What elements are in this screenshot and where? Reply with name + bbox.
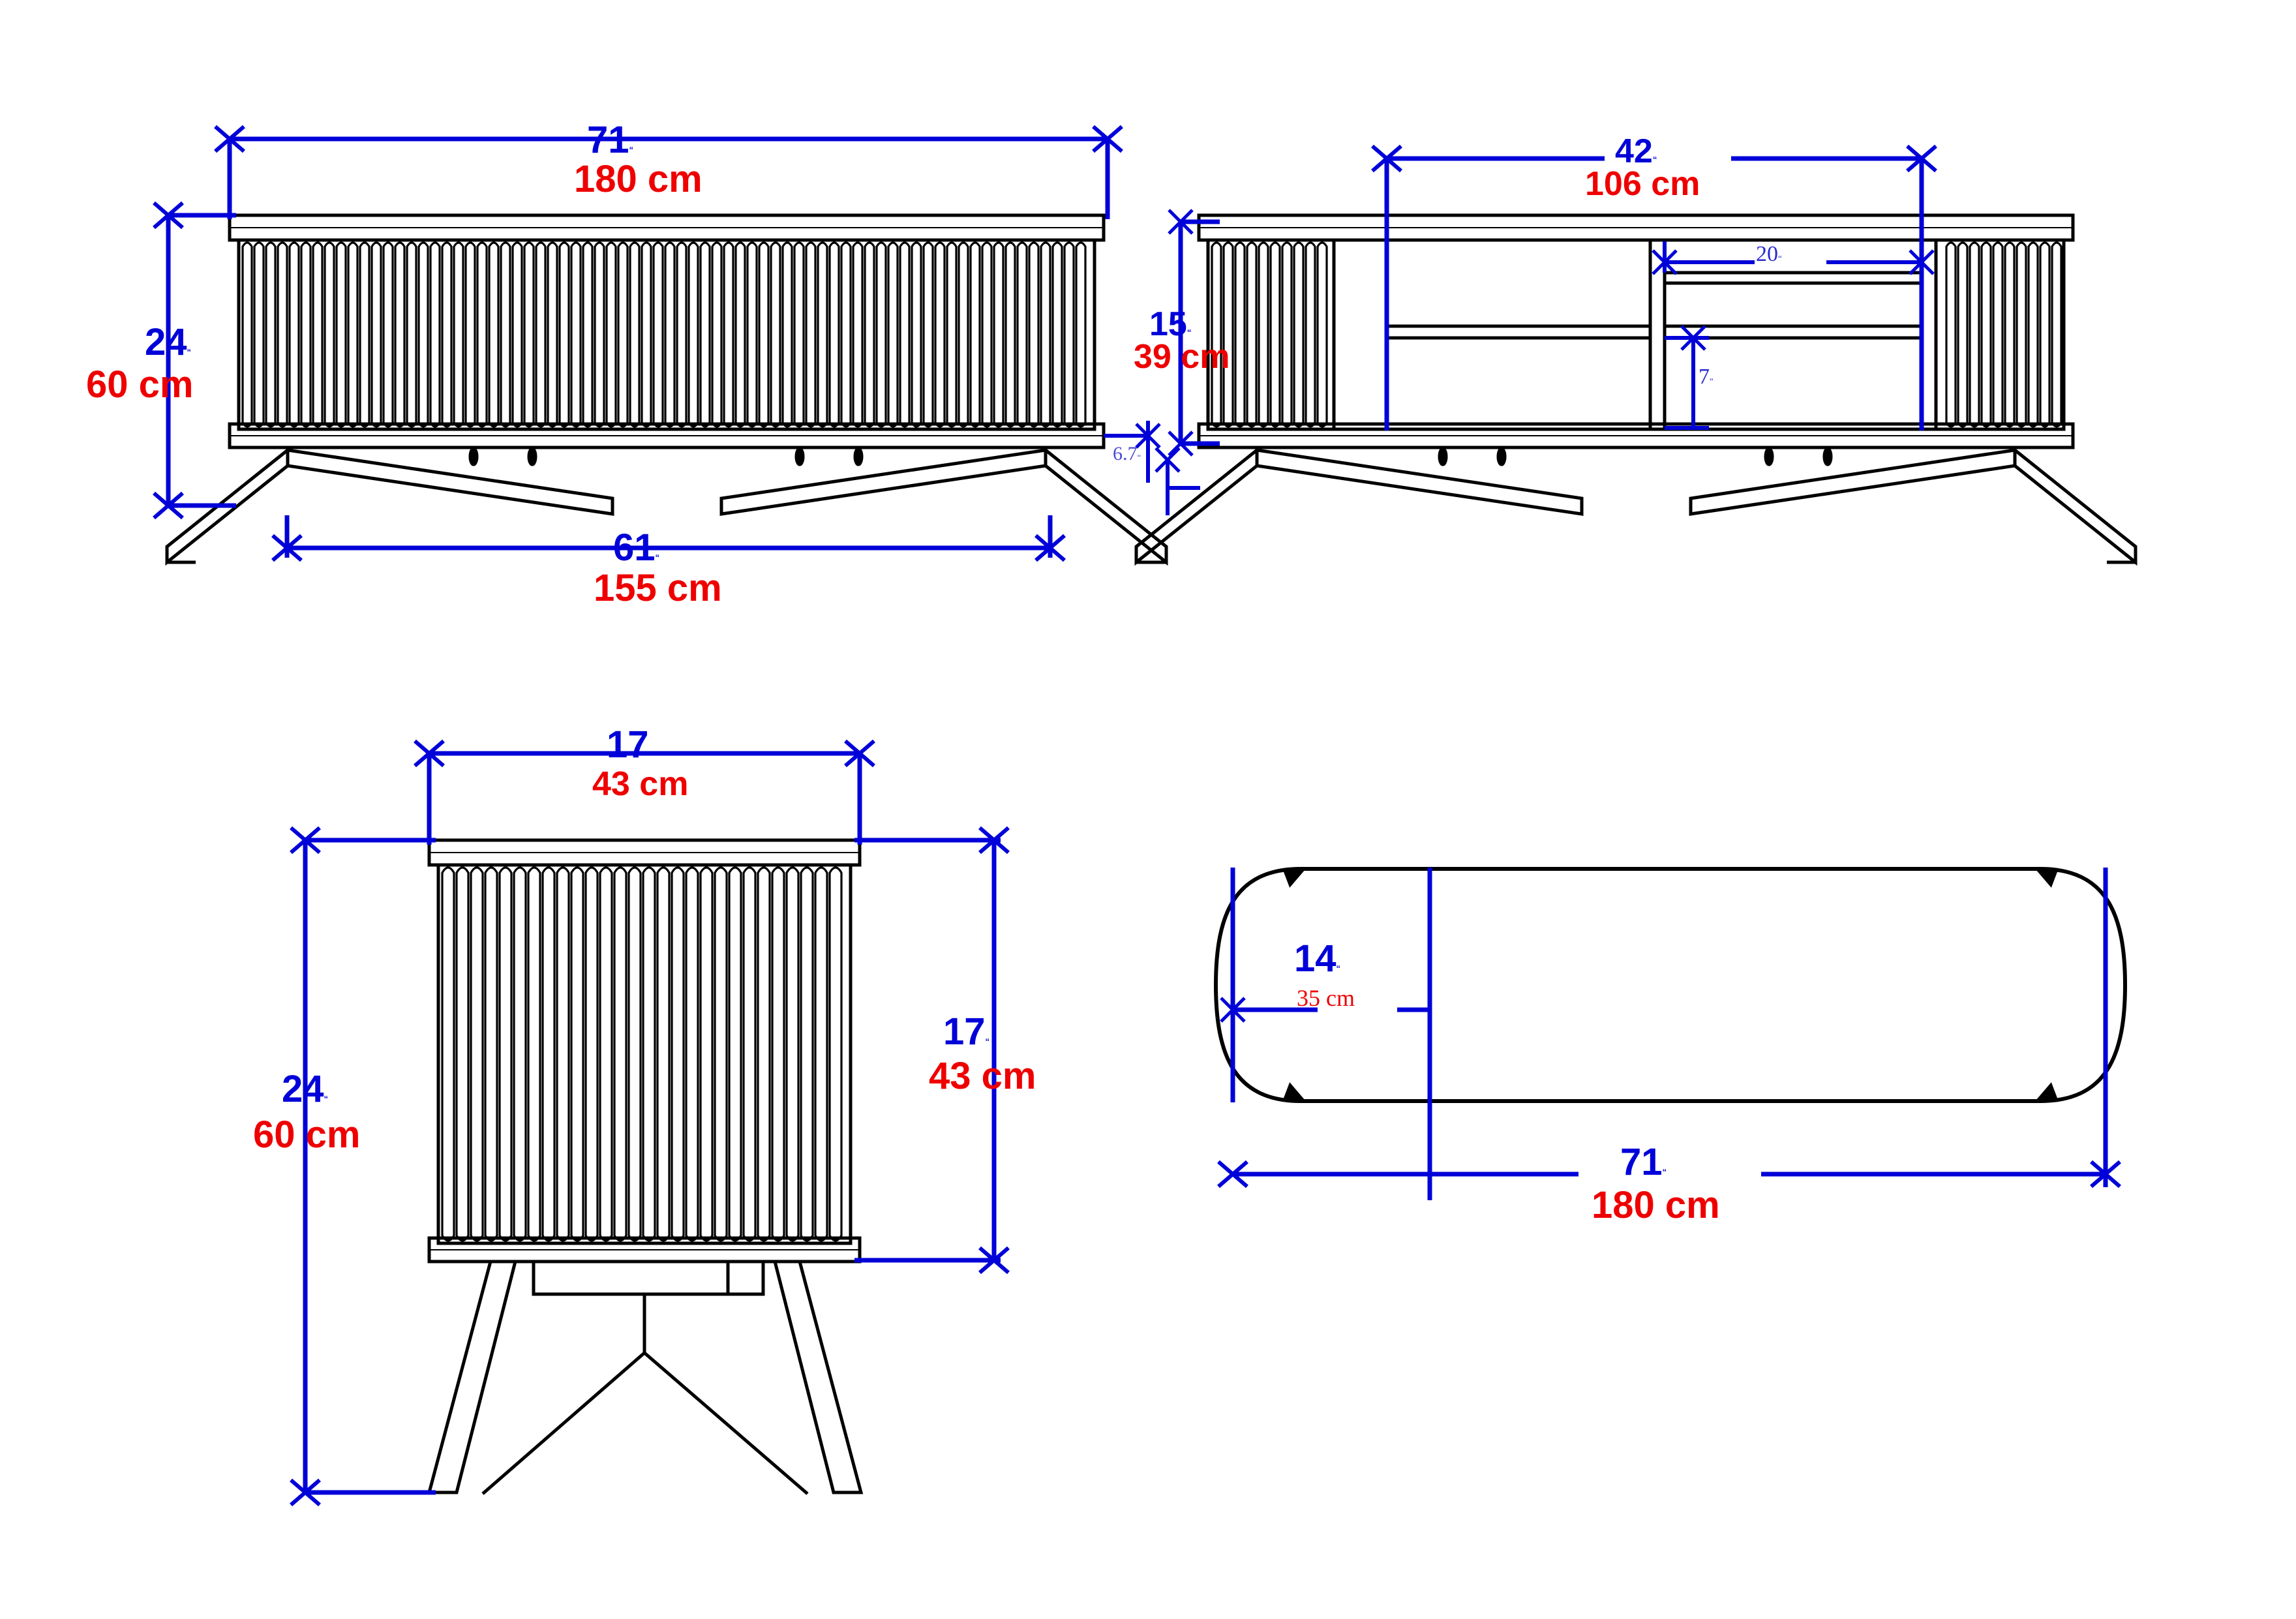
dim-label-rear-shelf: 20“: [1756, 243, 1782, 266]
dim-side-body-inch: 17: [943, 1010, 986, 1053]
dim-rear-opening-cm: 106 cm: [1585, 165, 1700, 203]
fluted-panel-front: [241, 241, 1087, 428]
inch-mark-icon: “: [187, 347, 192, 357]
dim-label-front-width-cm: 180 cm: [574, 158, 702, 200]
fluted-panel-side: [441, 866, 843, 1242]
dim-top-length-inch: 71: [1620, 1141, 1663, 1183]
dim-front-legspan-inch: 61: [613, 526, 656, 569]
view-rear-interior: [1134, 213, 2137, 566]
dim-label-rear-height-cm: 39 cm: [1134, 339, 1230, 375]
fluted-panel-rear-right: [1945, 241, 2062, 428]
dim-side-total-height: [290, 826, 436, 1507]
dim-label-side-body-height-cm: 43 cm: [929, 1055, 1036, 1097]
legs-front: [165, 446, 1168, 566]
dim-label-rear-compartment: 7“: [1699, 365, 1714, 389]
dim-label-side-total-height: 24“: [282, 1068, 329, 1110]
dim-rear-height: [1168, 209, 1220, 457]
dim-rear-height-cm: 39 cm: [1134, 338, 1230, 376]
legs-side: [427, 1260, 864, 1495]
view-top-plan: [1213, 867, 2128, 1103]
dim-side-body-cm: 43 cm: [929, 1055, 1036, 1097]
inch-mark-icon: “: [655, 552, 660, 562]
fluted-panel-rear-left: [1211, 241, 1328, 428]
dim-side-depth-cm: 43 cm: [592, 765, 689, 803]
dim-rear-opening: [1371, 144, 1937, 431]
dim-front-legspan-cm: 155 cm: [594, 567, 722, 609]
dim-top-depth-cm: 35 cm: [1297, 985, 1355, 1011]
dim-side-body-height: [854, 826, 1010, 1275]
dim-rear-shelf-inch: 20: [1756, 242, 1778, 266]
dim-side-total-inch: 24: [282, 1068, 324, 1110]
dim-front-height-cm: 60 cm: [86, 363, 194, 406]
dim-label-front-width: 71“: [587, 119, 634, 161]
dim-label-front-legspan-cm: 155 cm: [594, 567, 722, 609]
legs-rear: [1134, 446, 2137, 566]
dim-label-top-length-cm: 180 cm: [1592, 1184, 1720, 1226]
dim-side-depth: [414, 739, 875, 845]
dim-label-side-depth: 17“: [607, 725, 653, 765]
dim-front-legspan: [271, 515, 1066, 562]
dim-front-height: [153, 201, 236, 520]
dim-rear-opening-inch: 42: [1615, 132, 1653, 170]
dowel-marks-front: [468, 447, 864, 466]
dim-top-depth-inch: 14: [1294, 937, 1337, 980]
dim-front-width: [214, 125, 1123, 219]
interior-dividers: [1332, 240, 1938, 429]
dim-label-top-length: 71“: [1620, 1141, 1667, 1183]
inch-mark-icon: “: [1778, 253, 1782, 263]
inch-mark-icon: “: [648, 749, 654, 759]
dim-label-front-plinth: 6.7“: [1113, 444, 1141, 464]
interior-shelves: [1387, 271, 1922, 340]
dim-rear-height-inch: 15: [1149, 305, 1187, 343]
dim-side-depth-inch: 17: [607, 723, 649, 766]
dim-front-height-inch: 24: [145, 321, 187, 363]
inch-mark-icon: “: [1186, 327, 1192, 337]
dim-rear-compartment: [1665, 325, 1709, 430]
dim-top-length-cm: 180 cm: [1592, 1184, 1720, 1226]
inch-mark-icon: “: [1652, 155, 1657, 164]
dim-side-total-cm: 60 cm: [253, 1113, 361, 1156]
dim-label-top-depth-cm: 35 cm: [1297, 986, 1355, 1011]
dim-front-width-cm: 180 cm: [574, 158, 702, 200]
dim-front-plinth-inch: 6.7: [1113, 443, 1138, 464]
dim-label-rear-opening: 42“: [1615, 134, 1657, 170]
dimension-lines: [153, 125, 2121, 1507]
leg-position-marks: [1282, 869, 2059, 1101]
inch-mark-icon: “: [985, 1036, 990, 1046]
dim-label-rear-height: 15“: [1149, 307, 1191, 342]
inch-mark-icon: “: [324, 1094, 329, 1104]
inch-mark-icon: “: [1336, 963, 1341, 973]
inch-mark-icon: “: [1137, 452, 1141, 462]
dim-rear-compartment-inch: 7: [1699, 365, 1710, 389]
dim-label-side-total-height-cm: 60 cm: [253, 1115, 360, 1155]
dim-front-plinth: [1104, 421, 1200, 515]
dim-label-top-depth: 14“: [1294, 939, 1340, 979]
dim-label-front-height: 24“: [145, 321, 192, 363]
view-front-elevation: [165, 213, 1168, 566]
inch-mark-icon: “: [1710, 376, 1714, 386]
dim-label-front-legspan: 61“: [613, 528, 659, 568]
dim-top-depth: [1220, 868, 1432, 1200]
dim-label-side-body-height: 17“: [943, 1012, 989, 1052]
dim-front-width-inch: 71: [587, 119, 629, 161]
dim-top-length: [1217, 868, 2121, 1188]
dim-label-side-depth-cm: 43 cm: [592, 766, 688, 802]
dowel-marks-rear: [1438, 447, 1833, 466]
dim-label-rear-opening-cm: 106 cm: [1585, 166, 1700, 202]
inch-mark-icon: “: [1662, 1167, 1667, 1177]
dim-label-front-height-cm: 60 cm: [86, 365, 193, 405]
dim-rear-shelf: [1652, 241, 1935, 275]
inch-mark-icon: “: [629, 145, 634, 155]
view-side-elevation: [427, 838, 864, 1495]
